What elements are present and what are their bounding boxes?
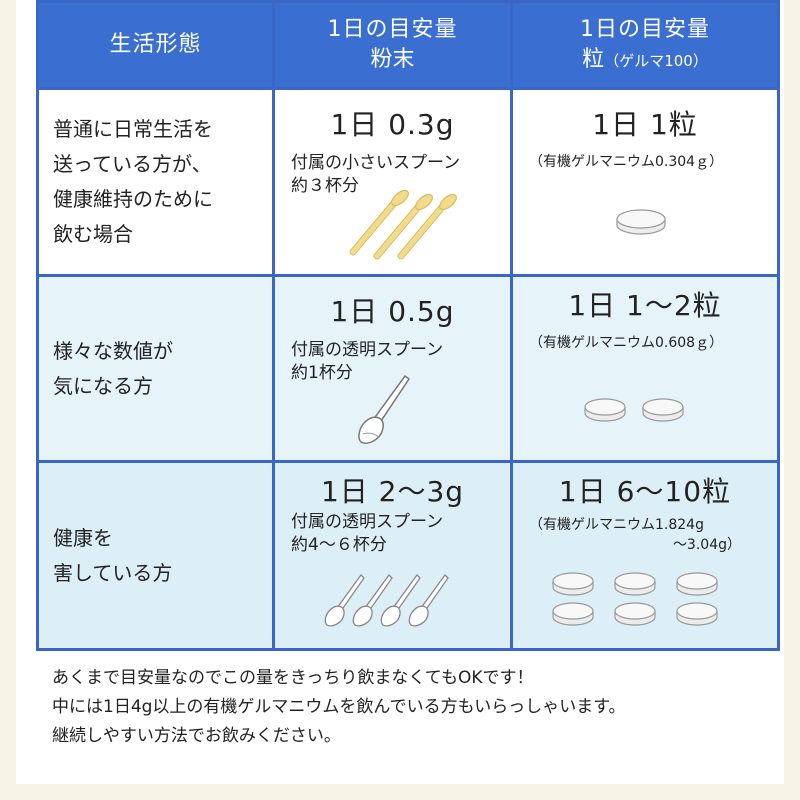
table-row: 健康を 害している方 1日 2〜3g 付属の透明スプーン 約4〜６杯分 xyxy=(36,460,780,651)
powder-cell: 1日 0.3g 付属の小さいスプーン 約３杯分 xyxy=(272,87,513,277)
grain-note: （有機ゲルマニウム1.824g xyxy=(529,517,704,534)
header-lifestyle: 生活形態 xyxy=(36,0,275,91)
lifestyle-text: 様々な数値が 気になる方 xyxy=(53,338,173,398)
header-grain-label: 粒 xyxy=(582,46,605,72)
table-row: 様々な数値が 気になる方 1日 0.5g 付属の透明スプーン 約1杯分 1日 1… xyxy=(36,273,780,464)
footer-line: あくまで目安量なのでこの量をきっちり飲まなくてもOKです！ xyxy=(52,668,534,688)
grain-amount: 1日 1〜2粒 xyxy=(568,288,722,322)
small-spoons-icon xyxy=(349,190,457,260)
powder-amount: 1日 0.3g xyxy=(330,108,455,142)
intake-guide-table: 生活形態 1日の目安量 粉末 1日の目安量 粒（ゲルマ100） 普通に日常生活を… xyxy=(36,0,780,651)
lifestyle-cell: 様々な数値が 気になる方 xyxy=(36,273,275,464)
clear-spoon-icon xyxy=(358,374,411,444)
powder-note: 付属の透明スプーン 約4〜６杯分 xyxy=(291,512,444,556)
content-frame: 生活形態 1日の目安量 粉末 1日の目安量 粒（ゲルマ100） 普通に日常生活を… xyxy=(16,0,784,784)
powder-amount: 1日 0.5g xyxy=(330,294,455,328)
powder-note: 付属の透明スプーン 約1杯分 xyxy=(291,339,444,383)
lifestyle-text: 健康を 害している方 xyxy=(53,525,173,585)
header-row: 生活形態 1日の目安量 粉末 1日の目安量 粒（ゲルマ100） xyxy=(36,0,780,91)
grain-note: （有機ゲルマニウム0.608ｇ） xyxy=(529,334,724,351)
grain-cell: 1日 1〜2粒 （有機ゲルマニウム0.608ｇ） xyxy=(510,273,780,464)
lifestyle-cell: 普通に日常生活を 送っている方が、 健康維持のために 飲む場合 xyxy=(36,87,275,277)
footer-notes: あくまで目安量なのでこの量をきっちり飲まなくてもOKです！ 中には1日4g以上の… xyxy=(52,664,792,751)
clear-spoons-icon xyxy=(324,574,449,627)
tablets-icon xyxy=(552,572,718,626)
grain-note: （有機ゲルマニウム0.304ｇ） xyxy=(529,154,724,171)
tablet-icon xyxy=(616,209,666,235)
powder-cell: 1日 0.5g 付属の透明スプーン 約1杯分 xyxy=(272,273,513,464)
grain-amount: 1日 6〜10粒 xyxy=(558,475,732,509)
lifestyle-cell: 健康を 害している方 xyxy=(36,460,275,651)
header-grain-product: （ゲルマ100） xyxy=(604,51,708,70)
powder-amount: 1日 2〜3g xyxy=(320,475,465,509)
footer-line: 中には1日4g以上の有機ゲルマニウムを飲んでいる方もいらっしゃいます。 xyxy=(52,697,626,717)
grain-amount: 1日 1粒 xyxy=(592,108,698,142)
grain-note-cont: 〜3.04g） xyxy=(672,537,741,554)
table-row: 普通に日常生活を 送っている方が、 健康維持のために 飲む場合 1日 0.3g … xyxy=(36,87,780,277)
header-grain: 1日の目安量 粒（ゲルマ100） xyxy=(510,0,780,91)
grain-cell: 1日 1粒 （有機ゲルマニウム0.304ｇ） xyxy=(510,87,780,277)
tablets-icon xyxy=(584,398,684,422)
powder-note: 付属の小さいスプーン 約３杯分 xyxy=(291,153,461,197)
powder-cell: 1日 2〜3g 付属の透明スプーン 約4〜６杯分 xyxy=(272,460,513,651)
header-powder: 1日の目安量 粉末 xyxy=(272,0,513,91)
footer-line: 継続しやすい方法でお飲みください。 xyxy=(52,726,341,746)
lifestyle-text: 普通に日常生活を 送っている方が、 健康維持のために 飲む場合 xyxy=(53,117,213,247)
grain-cell: 1日 6〜10粒 （有機ゲルマニウム1.824g 〜3.04g） xyxy=(510,460,780,651)
